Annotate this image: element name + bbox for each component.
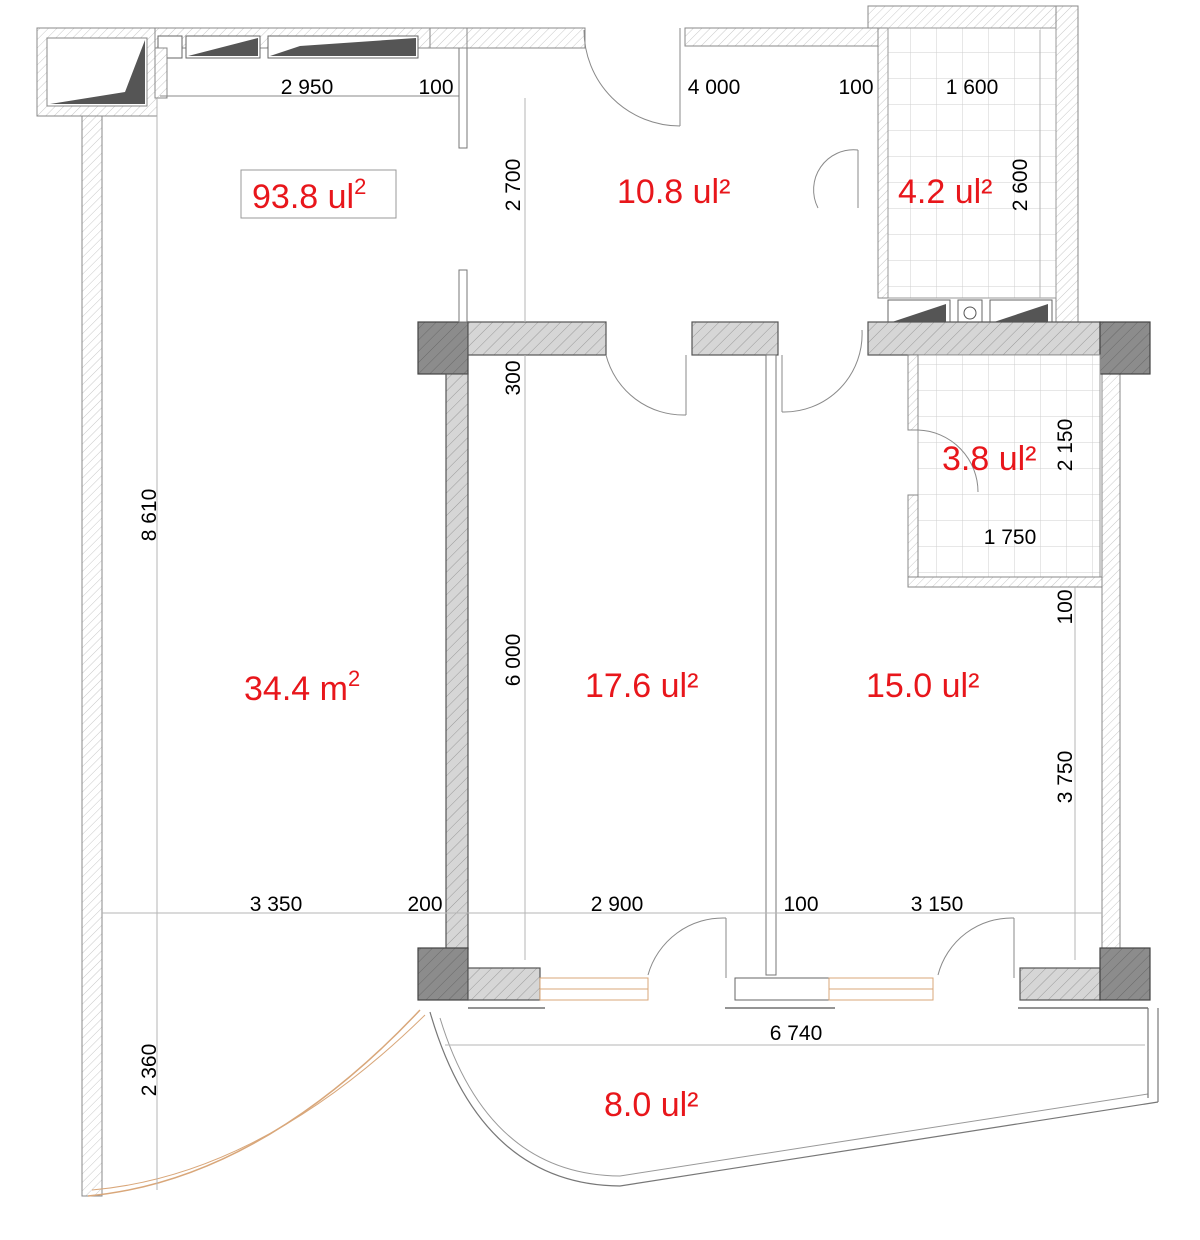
total-area-value: 93.8 [252, 178, 328, 216]
bathroom-2 [907, 354, 1103, 588]
room-area-bedroom-2-unit: ul² [942, 667, 980, 705]
room-area-bathroom-2: 3.8 ul² [942, 440, 1037, 478]
dim-bottom-wall-2: 100 [783, 893, 818, 916]
total-area-label: 93.8 ul2 [252, 174, 366, 216]
room-area-bedroom-2: 15.0 ul² [866, 667, 979, 705]
bearing-wall-vertical [445, 373, 469, 950]
dim-bedroom-depth: 6 000 [502, 634, 525, 687]
total-area-unit: ul [328, 178, 354, 216]
dim-balcony-width: 6 740 [770, 1022, 823, 1045]
room-area-balcony-unit: ul² [661, 1086, 699, 1124]
dim-bath2-depth: 2 150 [1054, 419, 1077, 472]
dim-bath2-width: 1 750 [984, 526, 1037, 549]
dim-bottom-bed2-width: 3 150 [911, 893, 964, 916]
room-area-bathroom-2-value: 3.8 [942, 440, 999, 478]
room-area-bedroom-1-unit: ul² [661, 667, 699, 705]
room-area-bedroom-1-value: 17.6 [585, 667, 661, 705]
bottom-wall [417, 947, 1151, 1009]
dim-bottom-living-width: 3 350 [250, 893, 303, 916]
dim-top-wall-1: 100 [418, 76, 453, 99]
room-area-bathroom-2-unit: ul² [999, 440, 1037, 478]
partition-bedrooms [765, 354, 777, 976]
room-area-hall-unit: ul² [693, 173, 731, 211]
room-area-bathroom-1-unit: ul² [955, 173, 993, 211]
dim-top-bath-width: 1 600 [946, 76, 999, 99]
dimension-lines [102, 30, 1145, 1190]
room-area-balcony: 8.0 ul² [604, 1086, 699, 1124]
room-area-balcony-value: 8.0 [604, 1086, 661, 1124]
total-area-sup: 2 [354, 174, 366, 199]
dim-bath2-wall: 100 [1054, 589, 1077, 624]
bearing-wall-horizontal [417, 321, 1151, 375]
dim-top-hall-width: 4 000 [688, 76, 741, 99]
dim-bath1-depth: 2 600 [1009, 159, 1032, 212]
room-area-bedroom-2-value: 15.0 [866, 667, 942, 705]
room-area-living: 34.4 m2 [244, 666, 360, 708]
room-area-hall-value: 10.8 [617, 173, 693, 211]
room-area-bedroom-1: 17.6 ul² [585, 667, 698, 705]
total-area-box [240, 169, 397, 219]
dim-bedroom2-depth: 3 750 [1054, 751, 1077, 804]
exterior-walls [36, 5, 1121, 1197]
dim-balcony-depth: 2 360 [138, 1044, 161, 1097]
dim-top-living-width: 2 950 [281, 76, 334, 99]
room-area-bathroom-1-value: 4.2 [898, 173, 955, 211]
dim-hall-depth: 2 700 [502, 159, 525, 212]
dim-wall-thickness: 300 [502, 360, 525, 395]
dim-bottom-bed1-width: 2 900 [591, 893, 644, 916]
room-area-hall: 10.8 ul² [617, 173, 730, 211]
doors [583, 28, 1015, 978]
bathroom-1-floor [887, 27, 1057, 299]
room-area-living-value: 34.4 m [244, 670, 348, 708]
room-area-bathroom-1: 4.2 ul² [898, 173, 993, 211]
dim-bottom-wall-1: 200 [407, 893, 442, 916]
room-area-living-sup: 2 [348, 666, 360, 691]
dim-top-wall-2: 100 [838, 76, 873, 99]
dim-living-depth: 8 610 [138, 489, 161, 542]
balcony-outline [87, 1008, 1159, 1197]
